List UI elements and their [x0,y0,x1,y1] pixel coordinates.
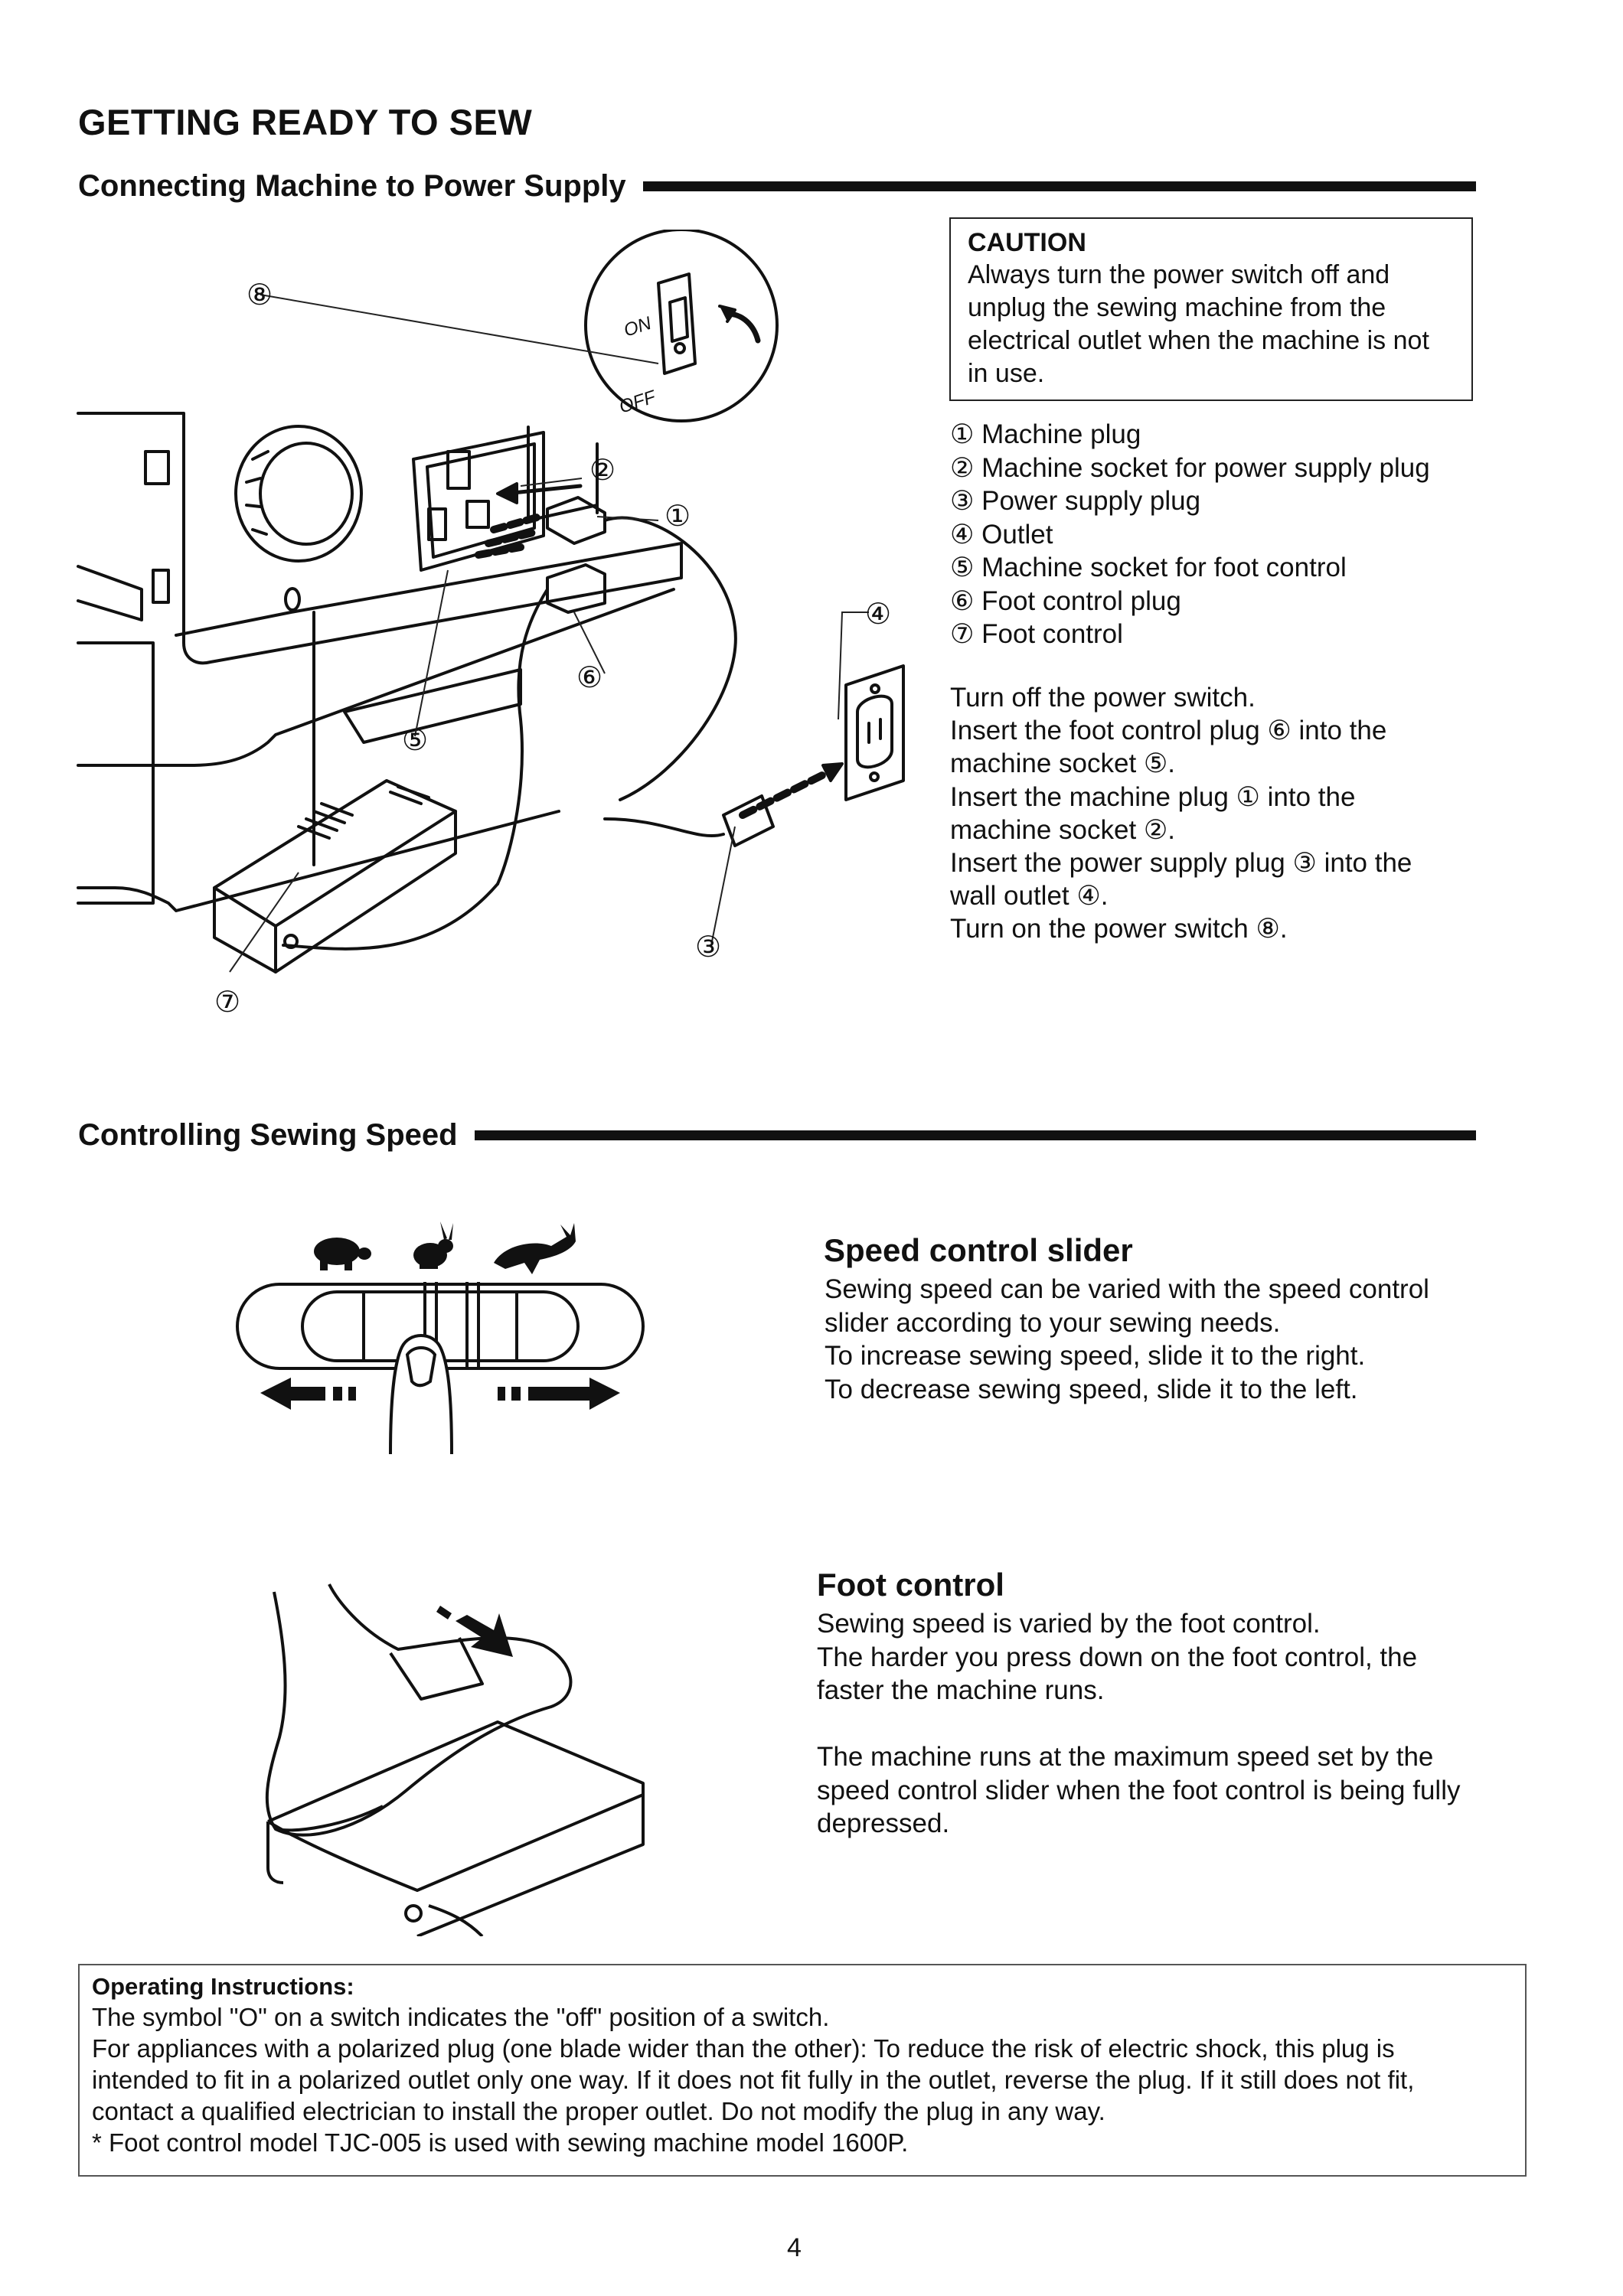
operating-line: The symbol "O" on a switch indicates the… [92,2003,830,2031]
handwheel [234,425,363,563]
operating-line: contact a qualified electrician to insta… [92,2097,1105,2125]
legend-item: ⑤ Machine socket for foot control [950,553,1347,582]
operating-line: For appliances with a polarized plug (on… [92,2034,1395,2063]
foot-control-diagram [265,1583,645,1936]
foot-line: depressed. [817,1808,950,1838]
step-line: machine socket ⑤. [950,748,1175,779]
callout-5: ⑤ [402,725,428,757]
machine-socket-panel [412,431,545,572]
foot-line: Sewing speed is varied by the foot contr… [817,1609,1321,1639]
page-number: 4 [787,2233,802,2262]
section-heading-speed-label: Controlling Sewing Speed [78,1117,458,1152]
rabbit-icon [413,1221,453,1269]
foot-control-heading: Foot control [817,1567,1004,1603]
callout-8: ⑧ [247,279,273,311]
step-line: Insert the foot control plug ⑥ into the [950,716,1387,746]
slider-line: slider according to your sewing needs. [825,1307,1281,1338]
slider-heading: Speed control slider [824,1232,1133,1268]
right-arrow [528,1378,620,1410]
switch-magnifier [584,230,779,422]
turtle-icon [314,1238,371,1270]
foot-line: faster the machine runs. [817,1675,1105,1705]
foot-line [817,1707,1506,1741]
power-supply-plug [722,794,775,847]
step-line: Insert the power supply plug ③ into the [950,848,1412,879]
section-heading-speed: Controlling Sewing Speed [78,1114,1476,1156]
section-rule [474,1130,1476,1140]
switch-off-label: OFF [617,386,659,418]
section-heading-power-label: Connecting Machine to Power Supply [78,168,626,203]
legend-item: ⑦ Foot control [950,619,1123,649]
step-line: Turn off the power switch. [950,683,1256,713]
legend-item: ⑥ Foot control plug [950,585,1181,616]
caution-line: Always turn the power switch off and [968,260,1390,289]
wall-outlet [844,664,905,801]
callout-3: ③ [695,931,721,964]
operating-line: intended to fit in a polarized outlet on… [92,2066,1415,2094]
slider-line: Sewing speed can be varied with the spee… [825,1274,1429,1304]
caution-heading: CAUTION [968,228,1086,257]
foot-control-text: Sewing speed is varied by the foot contr… [817,1607,1506,1841]
foot-control-pedal [213,779,457,974]
machine-plug [546,496,606,545]
press-arrow [456,1613,513,1657]
operating-line: * Foot control model TJC-005 is used wit… [92,2128,909,2157]
callout-6: ⑥ [576,662,603,694]
foot-control-plug [546,563,606,614]
switch-on-label: ON [622,313,655,341]
foot-line: The harder you press down on the foot co… [817,1642,1418,1672]
caution-line: electrical outlet when the machine is no… [968,326,1429,355]
left-arrow [260,1378,325,1410]
caution-line: unplug the sewing machine from the [968,293,1386,322]
caution-box: CAUTION Always turn the power switch off… [949,217,1473,401]
page-title: GETTING READY TO SEW [78,102,533,142]
step-line: Turn on the power switch ⑧. [950,914,1288,944]
speed-slider-diagram [236,1221,645,1455]
legend-item: ③ Power supply plug [950,486,1201,516]
shoe [265,1583,573,1837]
power-connection-diagram: ⑧ ② ① ④ ⑥ ⑤ ③ ⑦ ON OFF [77,230,905,1019]
legend-item: ② Machine socket for power supply plug [950,452,1430,483]
connection-steps: Turn off the power switch. Insert the fo… [950,681,1501,946]
section-heading-power: Connecting Machine to Power Supply [78,165,1476,207]
machine-body [77,412,683,665]
slider-line: To decrease sewing speed, slide it to th… [825,1374,1358,1404]
step-line: Insert the machine plug ① into the [950,781,1356,812]
callout-1: ① [665,501,691,533]
foot-line: speed control slider when the foot contr… [817,1775,1461,1805]
pedal-base [267,1720,645,1936]
parts-legend: ① Machine plug ② Machine socket for powe… [950,418,1501,651]
caution-line: in use. [968,359,1045,388]
finger [389,1334,453,1455]
step-line: machine socket ②. [950,814,1175,845]
foot-line: The machine runs at the maximum speed se… [817,1742,1434,1772]
slider-text: Sewing speed can be varied with the spee… [825,1273,1498,1406]
legend-item: ① Machine plug [950,419,1141,449]
slider-line: To increase sewing speed, slide it to th… [825,1341,1366,1371]
section-rule [642,181,1476,191]
operating-instructions-box: Operating Instructions: The symbol "O" o… [78,1964,1527,2177]
callout-2: ② [589,455,616,487]
callout-4: ④ [865,598,891,631]
callout-7: ⑦ [214,987,240,1019]
operating-heading: Operating Instructions: [92,1973,354,2000]
rabbit-running-icon [494,1223,576,1274]
legend-item: ④ Outlet [950,519,1053,550]
step-line: wall outlet ④. [950,881,1109,912]
